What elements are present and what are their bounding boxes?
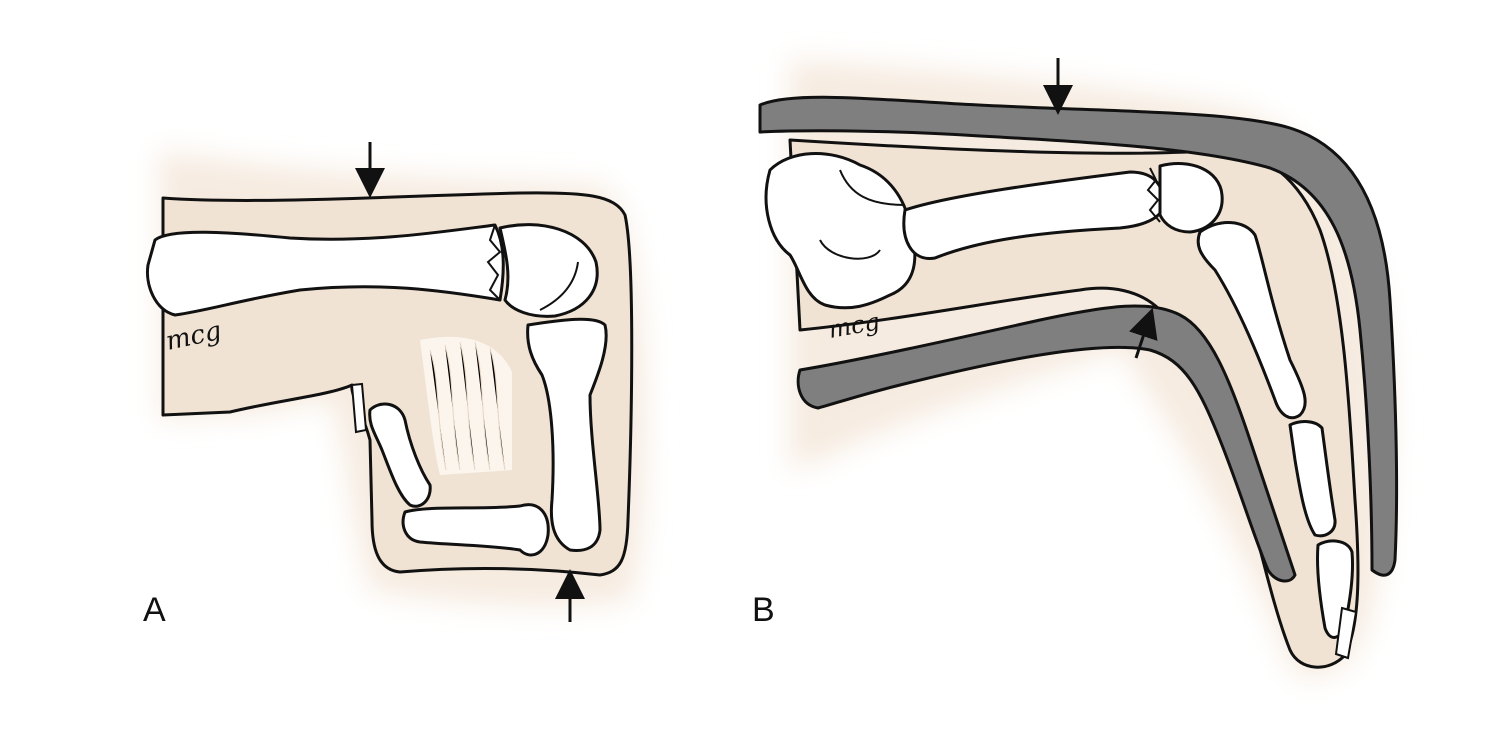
panel-b-nail xyxy=(1334,606,1358,660)
panel-b-carpal-seam xyxy=(819,169,906,260)
panel-b-fracture-line xyxy=(1146,167,1161,223)
panel-b-proximal-phalanx[interactable] xyxy=(1196,221,1307,420)
panel-a-nail xyxy=(350,382,368,434)
panel-b-illustration: mcg xyxy=(758,58,1399,678)
panel-a-proximal-phalanx[interactable] xyxy=(526,317,608,552)
panel-b-middle-phalanx[interactable] xyxy=(1288,420,1337,538)
panel-a-hatched-region xyxy=(420,336,512,475)
panel-b-label: B xyxy=(752,591,775,629)
panel-b-metacarpal-head[interactable] xyxy=(1158,162,1224,234)
panel-a-label: A xyxy=(143,591,166,629)
up-arrow-icon xyxy=(1129,307,1158,359)
panel-b-carpal-bones[interactable] xyxy=(764,152,917,310)
panel-a-hatch-lines xyxy=(429,341,506,471)
panel-a-distal-phalanx[interactable] xyxy=(368,402,432,508)
panel-b-volar-splint[interactable] xyxy=(796,304,1297,583)
panel-a-head-crease xyxy=(539,261,579,311)
panel-a-metacarpal-head[interactable] xyxy=(498,223,599,318)
panel-a-middle-phalanx[interactable] xyxy=(401,503,550,557)
panel-b-dorsal-splint[interactable] xyxy=(758,95,1399,577)
panel-a-illustration: mcg xyxy=(145,142,646,622)
panel-a-fracture-line xyxy=(486,224,502,301)
